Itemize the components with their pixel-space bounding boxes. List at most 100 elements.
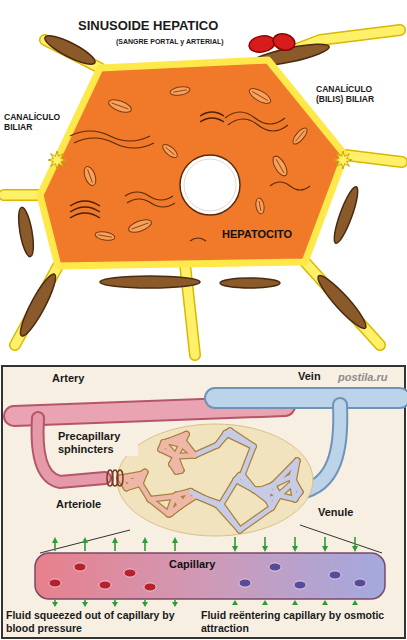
fluid-arrow xyxy=(324,537,326,546)
part-label: Arteriole xyxy=(56,498,101,511)
fluid-arrow xyxy=(264,537,266,546)
capillary-network xyxy=(140,484,150,500)
mitochondrion xyxy=(276,159,284,173)
fluid-arrow xyxy=(322,546,328,552)
bile-canaliculus xyxy=(334,151,352,169)
fluid-arrow xyxy=(292,546,298,552)
golgi-apparatus xyxy=(70,207,100,212)
red-blood-cell xyxy=(248,34,276,54)
sinusoid-space xyxy=(4,30,402,355)
capillary-network xyxy=(217,505,240,530)
note-label: Fluid squeezed out of capillary by blood… xyxy=(6,609,196,634)
structure-label: SINUSOIDE HEPATICO xyxy=(78,18,218,34)
blood-cell xyxy=(124,569,136,577)
capillary-network xyxy=(195,445,218,455)
endothelial-cell xyxy=(100,276,200,288)
endothelial-cell xyxy=(42,31,98,69)
mitochondrion xyxy=(107,97,133,115)
capillary-network xyxy=(217,505,240,530)
golgi-apparatus xyxy=(70,201,100,206)
capillary-network xyxy=(161,449,176,456)
capillary-network xyxy=(150,497,175,500)
mitochondrion xyxy=(94,230,115,241)
fluid-arrow xyxy=(172,602,178,607)
fluid-arrow xyxy=(142,602,148,607)
part-label: CANALÍCULO (BILIS) BILIAR xyxy=(316,84,400,104)
capillary-network xyxy=(240,476,254,490)
capillary-network xyxy=(292,476,300,492)
endoplasmic-reticulum xyxy=(127,199,175,207)
endothelial-cell xyxy=(220,278,280,288)
capillary-network xyxy=(150,499,169,514)
bile-canaliculus xyxy=(48,151,66,169)
mitochondrion xyxy=(94,230,115,241)
sinusoid-space xyxy=(4,30,402,355)
blood-cell xyxy=(99,581,111,589)
blood-cell xyxy=(74,563,86,571)
fluid-arrow xyxy=(52,537,58,543)
capillary-network xyxy=(150,497,175,500)
fluid-arrow xyxy=(294,537,296,546)
mitochondrion xyxy=(165,147,174,155)
capillary-network xyxy=(279,483,293,496)
fluid-arrow xyxy=(234,537,236,546)
blood-cell xyxy=(294,581,306,589)
capillary-network xyxy=(195,445,218,455)
mitochondrion xyxy=(82,165,98,187)
capillary-wall xyxy=(35,553,385,599)
mitochondrion xyxy=(247,86,273,107)
mitochondrion xyxy=(98,235,112,237)
fluid-arrow xyxy=(112,537,118,543)
mitochondrion xyxy=(270,154,290,178)
mitochondrion xyxy=(82,165,98,187)
mitochondrion xyxy=(127,217,153,235)
blood-cell xyxy=(354,579,366,587)
mitochondrion xyxy=(255,197,266,214)
golgi-apparatus xyxy=(200,118,224,122)
capillary-network xyxy=(170,503,183,514)
capillary-network xyxy=(221,480,236,504)
fluid-arrow xyxy=(262,600,268,605)
part-label: CANALÍCULO BILIAR xyxy=(4,112,74,132)
endothelial-cell xyxy=(15,31,370,339)
nucleus xyxy=(184,159,236,211)
golgi-apparatus xyxy=(200,112,224,116)
mitochondrion xyxy=(247,86,273,107)
fluid-arrow xyxy=(352,546,358,552)
node-label: Capillary xyxy=(169,558,215,571)
precapillary-sphincter xyxy=(107,470,123,486)
blood-cell xyxy=(144,583,156,591)
capillary-tube: Capillary xyxy=(35,553,385,599)
capillary-network xyxy=(161,449,176,456)
mitochondrion xyxy=(296,131,305,142)
endothelial-cell xyxy=(330,185,362,245)
capillary-network xyxy=(240,508,272,531)
nucleus xyxy=(180,155,240,215)
fluid-arrow xyxy=(114,542,116,551)
capillary-network xyxy=(242,475,254,490)
cell-membrane xyxy=(40,60,345,266)
zoom-line xyxy=(40,530,130,553)
capillary-network xyxy=(230,431,253,447)
capillary-network xyxy=(242,446,253,474)
capillary-bed-panel xyxy=(2,366,405,638)
mitochondrion xyxy=(107,97,133,115)
fluid-arrow xyxy=(52,602,58,607)
fluid-arrow xyxy=(322,600,328,605)
capillary-network xyxy=(240,508,272,531)
mitochondrion xyxy=(259,201,261,211)
zoom-line xyxy=(40,525,382,553)
fluid-arrow xyxy=(232,546,238,552)
capillary-network xyxy=(191,491,218,504)
capillary-network xyxy=(168,434,186,441)
mitochondrion xyxy=(82,85,310,241)
mitochondrion xyxy=(127,217,153,235)
vein-vessel xyxy=(215,389,400,407)
fluid-arrow xyxy=(262,546,268,552)
mitochondrion xyxy=(173,90,187,92)
endoplasmic-reticulum xyxy=(125,192,173,200)
mitochondrion xyxy=(270,154,290,178)
capillary-network xyxy=(140,484,150,500)
fluid-arrow xyxy=(82,537,88,543)
